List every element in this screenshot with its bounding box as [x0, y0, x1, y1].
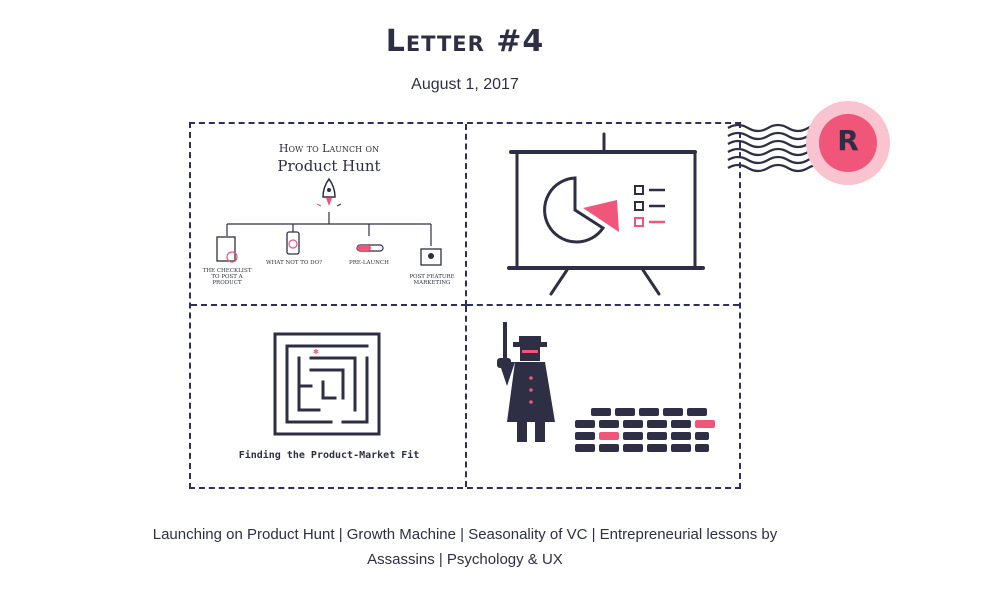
panel-presentation [467, 124, 739, 306]
postmark-icon [727, 101, 890, 185]
step-label: The Checklist to post a product [202, 268, 252, 286]
step-label: What not to do? [265, 260, 323, 266]
letter-description: Launching on Product Hunt | Growth Machi… [152, 526, 778, 568]
stamp-letter: R [837, 124, 859, 157]
assassin-icon [497, 322, 555, 442]
step-label: Post feature marketing [409, 274, 455, 286]
letter-title: Letter #4 [385, 24, 545, 59]
svg-text:✱: ✱ [313, 348, 319, 356]
maze-caption: Finding the Product-Market Fit [238, 450, 420, 461]
presentation-chart-icon [507, 132, 705, 296]
brick-wall-icon [575, 408, 715, 452]
panel-product-hunt: How to Launch on Product Hunt [191, 124, 467, 306]
illustration-grid: How to Launch on Product Hunt [189, 122, 741, 489]
rocket-icon [226, 177, 432, 246]
panel-assassin [467, 306, 739, 487]
door-hanger-icon [286, 231, 300, 255]
panel-heading-small: How to Launch on [278, 142, 380, 155]
step-label: Pre-launch [349, 260, 389, 266]
postmark-stamp: R [724, 98, 894, 193]
monitor-icon [420, 248, 442, 266]
clipboard-icon [216, 236, 238, 263]
panel-heading-large: Product Hunt [277, 157, 381, 175]
toggle-icon [356, 244, 384, 252]
panel-maze: ✱ Finding the Product-Market Fit [191, 306, 467, 487]
letter-date: August 1, 2017 [411, 76, 519, 93]
maze-icon: ✱ [273, 332, 381, 436]
